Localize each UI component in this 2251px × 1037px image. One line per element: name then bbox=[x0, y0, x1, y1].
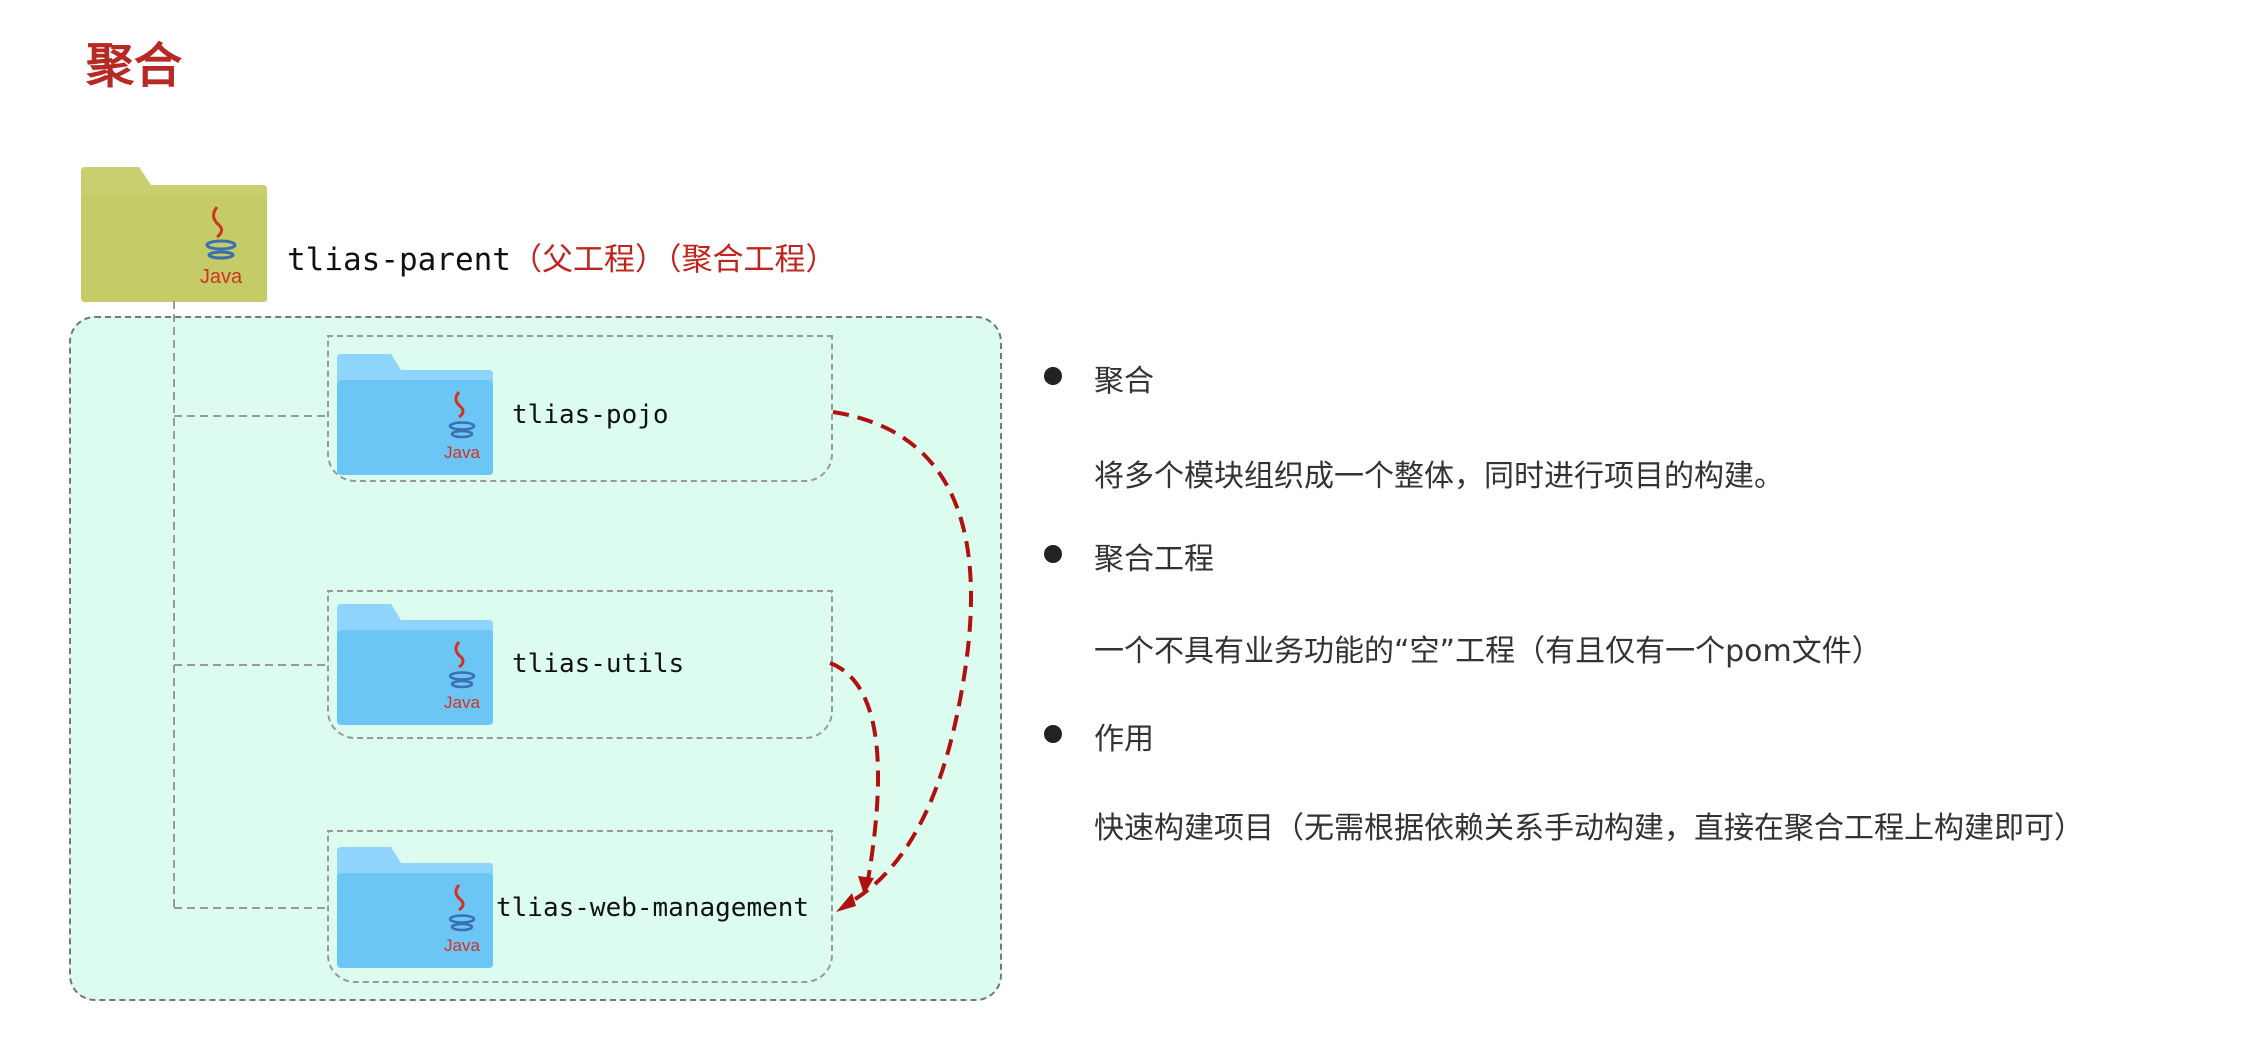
svg-text:Java: Java bbox=[200, 266, 243, 288]
page-title: 聚合 bbox=[86, 38, 183, 94]
parent-tags: （父工程）（聚合工程） bbox=[510, 242, 837, 278]
bullet-text: 快速构建项目（无需根据依赖关系手动构建，直接在聚合工程上构建即可） bbox=[1094, 811, 2084, 846]
svg-text:Java: Java bbox=[444, 443, 480, 462]
module-label-web-management: tlias-web-management bbox=[496, 893, 810, 923]
arrowhead-icon bbox=[836, 893, 856, 912]
dependency-arrow-utils bbox=[829, 661, 881, 881]
module-box-web-management bbox=[327, 830, 833, 983]
utils-folder-icon: Java bbox=[337, 604, 493, 725]
pojo-folder-icon: Java bbox=[337, 354, 493, 475]
bullet-heading: 聚合工程 bbox=[1094, 542, 1214, 577]
bullet-icon bbox=[1044, 367, 1062, 385]
module-label-pojo: tlias-pojo bbox=[512, 400, 669, 430]
aggregation-container bbox=[69, 316, 1002, 1001]
bullet-heading: 作用 bbox=[1094, 722, 1154, 757]
parent-folder-icon: Java bbox=[81, 167, 267, 302]
parent-label: tlias-parent（父工程）（聚合工程） bbox=[287, 234, 836, 279]
bullet-icon bbox=[1044, 725, 1062, 743]
module-label-utils: tlias-utils bbox=[512, 649, 685, 679]
parent-name: tlias-parent bbox=[287, 242, 511, 278]
arrowhead-icon bbox=[858, 876, 874, 895]
web-management-folder-icon: Java bbox=[337, 847, 493, 968]
dependency-arrow-pojo bbox=[832, 410, 973, 907]
svg-text:Java: Java bbox=[444, 936, 480, 955]
bullet-text: 一个不具有业务功能的“空”工程（有且仅有一个pom文件） bbox=[1094, 634, 1882, 669]
svg-text:Java: Java bbox=[444, 693, 480, 712]
bullet-icon bbox=[1044, 545, 1062, 563]
module-box-pojo bbox=[327, 335, 833, 482]
bullet-text: 将多个模块组织成一个整体，同时进行项目的构建。 bbox=[1094, 459, 1784, 494]
bullet-heading: 聚合 bbox=[1094, 364, 1154, 399]
